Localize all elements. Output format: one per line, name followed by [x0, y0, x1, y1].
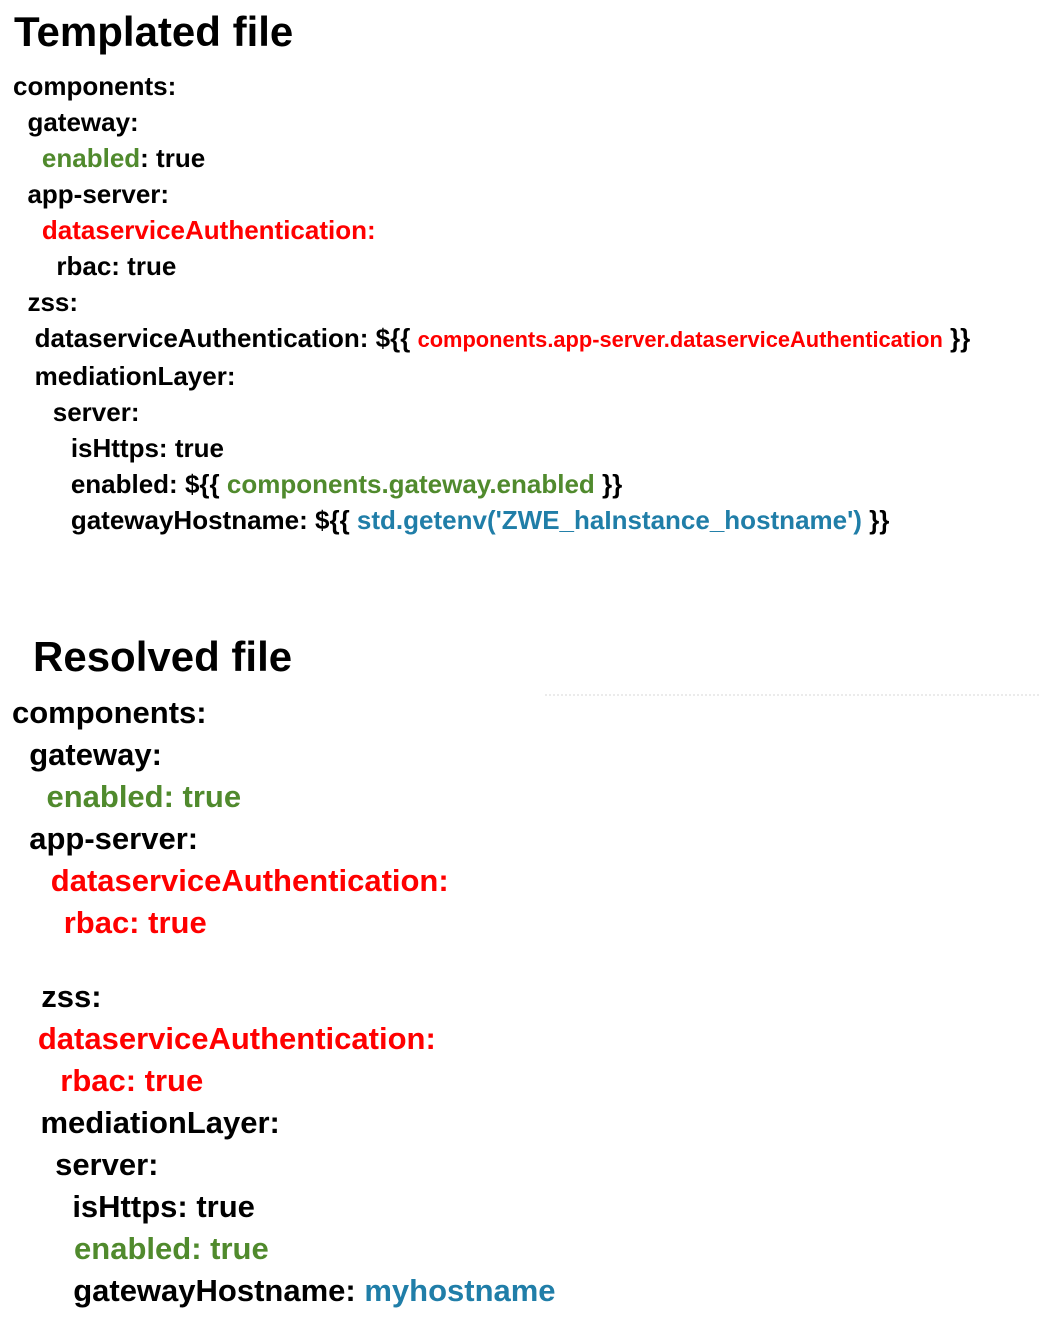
code-line: zss: [12, 976, 1050, 1018]
code-segment: isHttps: true [72, 1189, 255, 1224]
code-segment: rbac: true [63, 905, 207, 940]
code-segment: isHttps: true [70, 433, 224, 463]
code-line: isHttps: true [13, 430, 1050, 466]
code-segment: app-server: [27, 179, 170, 209]
code-line: rbac: true [13, 248, 1050, 284]
resolved-file-section: Resolved file components: gateway: enabled… [0, 633, 1050, 1312]
code-segment: mediationLayer: [40, 1105, 280, 1140]
code-line: gateway: [12, 734, 1050, 776]
resolved-file-code: components: gateway: enabled: true app-serv… [12, 692, 1050, 1312]
code-segment: : true [140, 143, 206, 173]
code-line: enabled: true [12, 776, 1050, 818]
code-line: mediationLayer: [13, 358, 1050, 394]
code-line: gatewayHostname: myhostname [12, 1270, 1050, 1312]
code-segment: dataserviceAuthentication: [41, 215, 376, 245]
code-line: enabled: ${{ components.gateway.enabled … [13, 466, 1050, 502]
code-segment: components: [13, 71, 177, 101]
code-segment: dataserviceAuthentication: [37, 1021, 436, 1056]
code-segment: app-server: [29, 821, 199, 856]
code-line: rbac: true [12, 902, 1050, 944]
code-segment: myhostname [364, 1273, 556, 1308]
code-line: gatewayHostname: ${{ std.getenv('ZWE_haI… [13, 502, 1050, 538]
code-segment: enabled: true [46, 779, 242, 814]
code-segment: }} [594, 469, 623, 499]
code-segment: zss: [27, 287, 79, 317]
templated-file-title: Templated file [14, 8, 294, 55]
code-blank-line [12, 944, 1050, 976]
doc-page: { "colors": { "black": "#000000", "green… [0, 8, 1050, 1325]
code-segment: mediationLayer: [34, 361, 236, 391]
code-line: app-server: [12, 818, 1050, 860]
code-segment: components: [12, 695, 207, 730]
code-segment: gateway: [29, 737, 162, 772]
code-segment: server: [55, 1147, 159, 1182]
code-segment: components.gateway.enabled [226, 469, 595, 499]
code-segment: rbac: true [56, 251, 177, 281]
code-segment: enabled: true [74, 1231, 269, 1266]
faint-artifact-line [545, 694, 1039, 696]
code-segment: enabled: ${{ [70, 469, 227, 499]
code-segment: }} [861, 505, 890, 535]
code-segment: std.getenv('ZWE_haInstance_hostname') [356, 505, 862, 535]
code-line: dataserviceAuthentication: [12, 1018, 1050, 1060]
code-segment: enabled [41, 143, 141, 173]
code-line: app-server: [13, 176, 1050, 212]
code-segment: rbac: true [60, 1063, 204, 1098]
code-line: enabled: true [12, 1228, 1050, 1270]
code-segment: gatewayHostname: ${{ [70, 505, 357, 535]
code-segment: zss: [41, 979, 102, 1014]
code-segment: gatewayHostname: [73, 1273, 365, 1308]
code-line: dataserviceAuthentication: ${{ component… [13, 320, 1050, 358]
templated-file-section: Templated file components:gateway:enable… [0, 8, 1050, 538]
code-line: gateway: [13, 104, 1050, 140]
code-segment: dataserviceAuthentication: ${{ [34, 323, 418, 353]
code-segment: gateway: [27, 107, 139, 137]
code-line: components: [13, 68, 1050, 104]
code-line: mediationLayer: [12, 1102, 1050, 1144]
code-line: dataserviceAuthentication: [12, 860, 1050, 902]
code-segment: dataserviceAuthentication: [50, 863, 449, 898]
code-line: enabled: true [13, 140, 1050, 176]
code-line: isHttps: true [12, 1186, 1050, 1228]
code-line: components: [12, 692, 1050, 734]
code-line: zss: [13, 284, 1050, 320]
code-segment: server: [52, 397, 140, 427]
resolved-file-title: Resolved file [33, 633, 293, 680]
code-line: dataserviceAuthentication: [13, 212, 1050, 248]
code-segment: }} [942, 323, 971, 353]
code-line: rbac: true [12, 1060, 1050, 1102]
code-line: server: [13, 394, 1050, 430]
code-line: server: [12, 1144, 1050, 1186]
code-segment: components.app-server.dataserviceAuthent… [417, 327, 943, 352]
